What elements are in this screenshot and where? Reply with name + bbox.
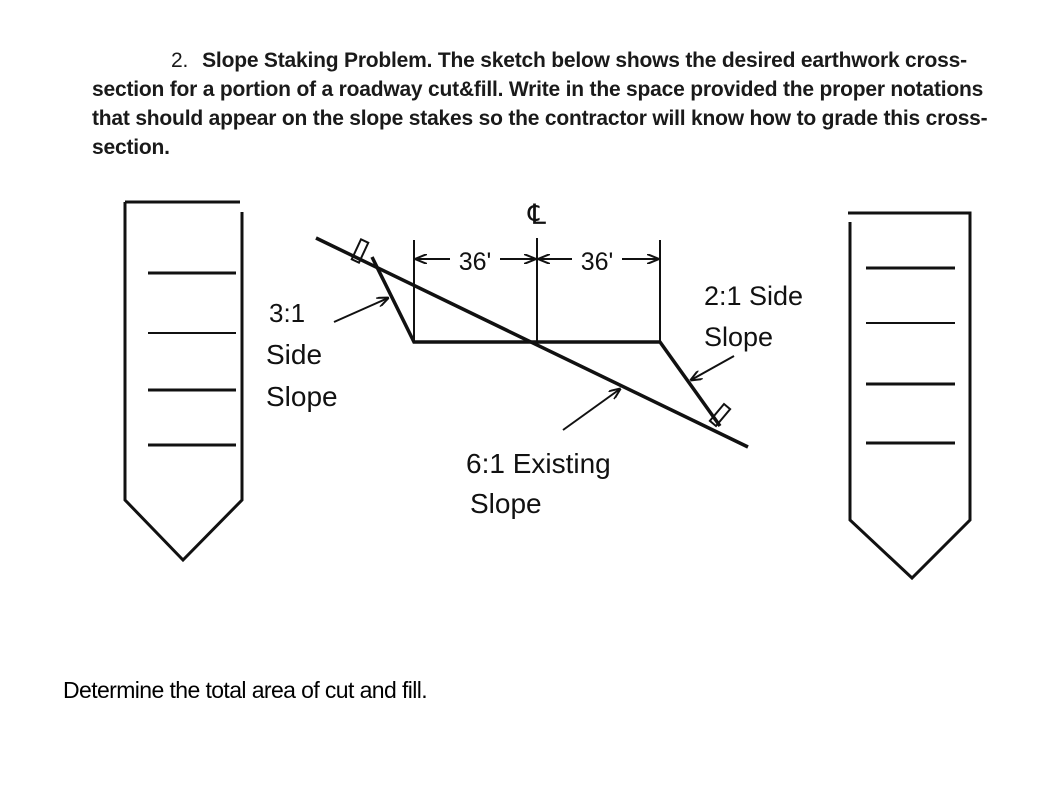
- labels: 3:1 Side Slope 2:1 Side Slope 6:1 Existi…: [266, 281, 803, 519]
- right-slope-pointer: [691, 355, 735, 380]
- roadway-template: [370, 256, 722, 428]
- right-catch-point-stake: [708, 402, 732, 428]
- left-slope-pointer: [333, 298, 388, 323]
- left-slope-ratio: 3:1: [269, 298, 305, 328]
- dimensions: 36' 36' ℄: [413, 199, 661, 342]
- problem-number: 2.: [171, 49, 189, 72]
- problem-body: The sketch below shows the desired earth…: [92, 49, 988, 159]
- left-slope-label-2: Slope: [266, 381, 338, 412]
- existing-slope-label-1: 6:1 Existing: [466, 448, 611, 479]
- right-stake-outline: [848, 211, 972, 581]
- dim-right-label: 36': [581, 248, 614, 276]
- left-stake-outline: [123, 200, 244, 563]
- existing-slope-pointer: [562, 389, 620, 431]
- left-catch-point-stake: [350, 238, 370, 264]
- right-slope-label-2: Slope: [704, 322, 773, 352]
- question-text: Determine the total area of cut and fill…: [63, 677, 428, 703]
- dim-left-label: 36': [459, 248, 492, 276]
- left-slope-label-1: Side: [266, 339, 322, 370]
- existing-slope-label-2: Slope: [470, 488, 542, 519]
- centerline-symbol: ℄: [527, 199, 546, 230]
- problem-title: Slope Staking Problem.: [202, 49, 433, 72]
- right-slope-stake: [848, 211, 972, 581]
- left-slope-stake: [123, 200, 244, 563]
- cross-section: [315, 236, 749, 449]
- problem-statement: 2. Slope Staking Problem. The sketch belo…: [92, 46, 992, 162]
- right-slope-label-1: 2:1 Side: [704, 281, 803, 311]
